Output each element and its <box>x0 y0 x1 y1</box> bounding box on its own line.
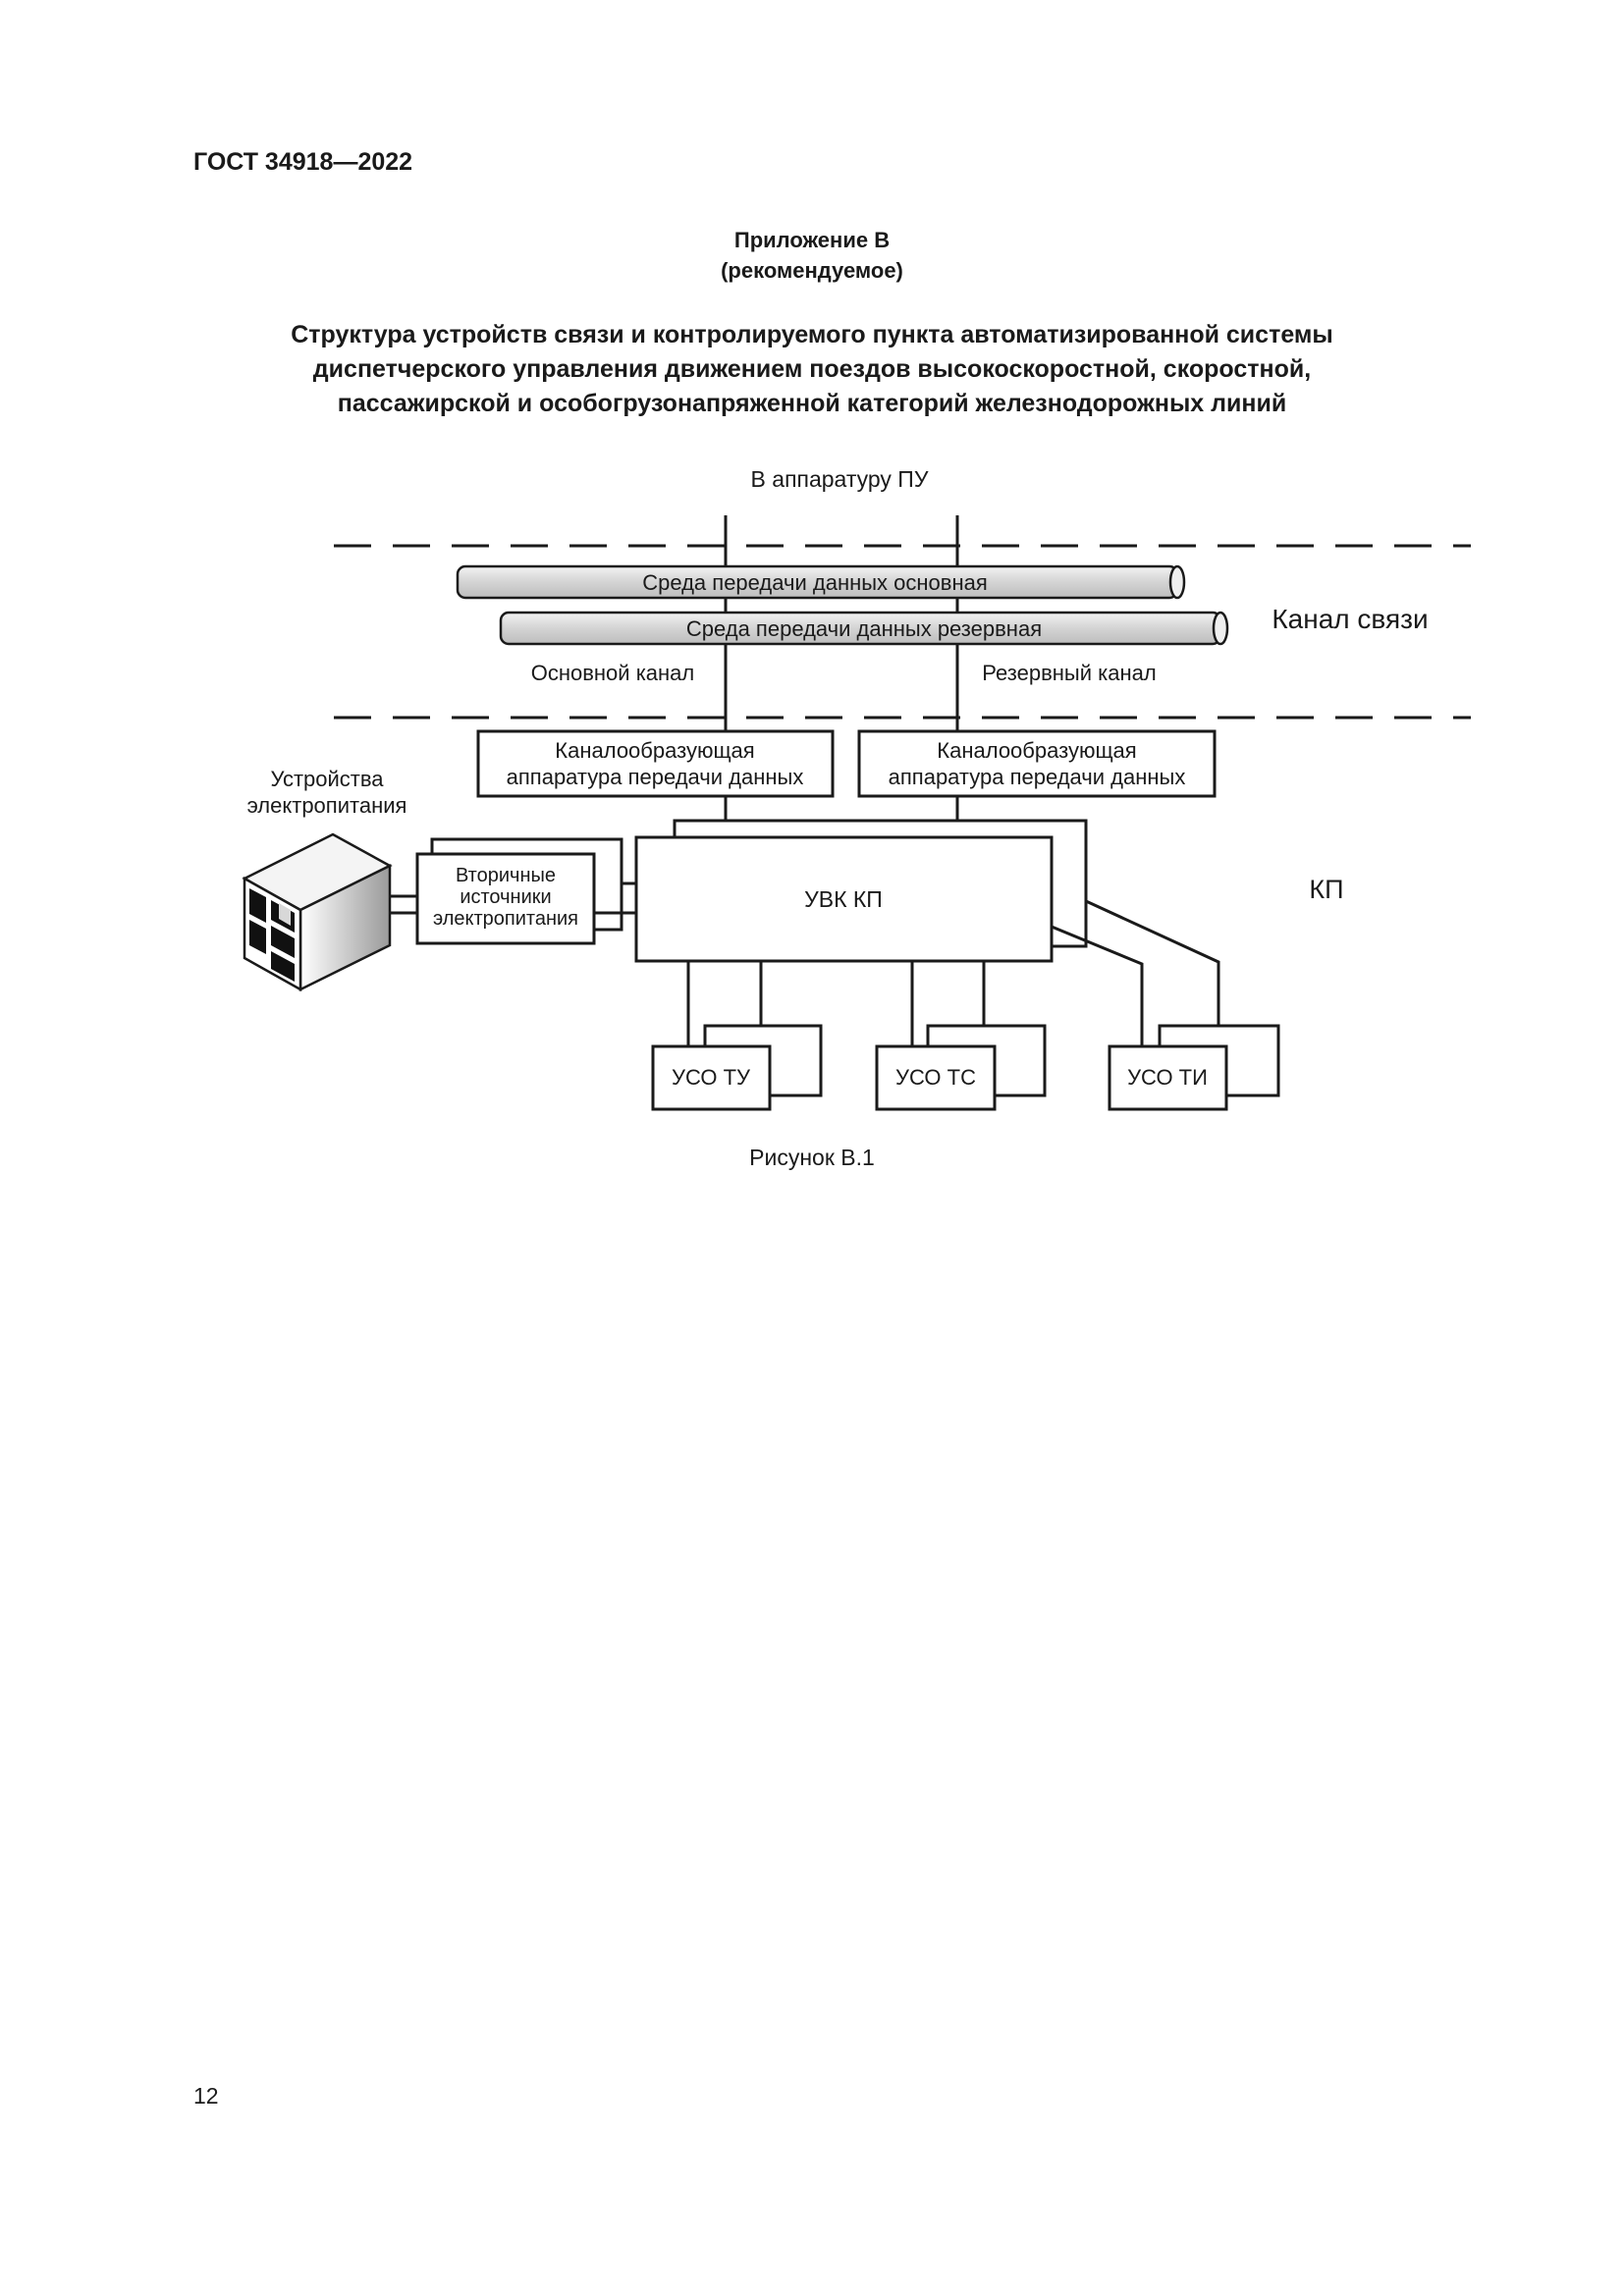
uso-ts-box <box>875 1044 997 1111</box>
document-title-line-3: пассажирской и особогрузонапряженной кат… <box>337 390 1287 417</box>
uvk-to-uso-ti-line-1 <box>1051 925 1144 1046</box>
uso-tu-box <box>651 1044 772 1111</box>
document-title-line-1: Структура устройств связи и контролируем… <box>291 321 1333 348</box>
page-number: 12 <box>193 2083 219 2109</box>
modem-main-line-1: Каналообразующая <box>555 738 754 763</box>
channel-label: Канал связи <box>1272 604 1428 634</box>
pipe-main: Среда передачи данных основная <box>456 564 1186 600</box>
uvk-kp-complex: УВК КП <box>634 819 1088 963</box>
appendix-title: Приложение В <box>733 228 891 252</box>
power-cabinet-icon <box>242 832 393 992</box>
modem-box-reserve: Каналообразующая аппаратура передачи дан… <box>857 729 1217 798</box>
uso-ts-label: УСО ТС <box>895 1065 976 1090</box>
uvk-kp-label: УВК КП <box>804 886 883 912</box>
reserve-channel-label: Резервный канал <box>982 661 1156 685</box>
modem-reserve-line-2: аппаратура передачи данных <box>889 765 1186 789</box>
uso-tu-label: УСО ТУ <box>672 1065 751 1090</box>
secondary-power-line-2: источники <box>460 886 551 908</box>
secondary-power-line-1: Вторичные <box>456 865 556 886</box>
pipe-reserve-label: Среда передачи данных резервная <box>686 616 1042 641</box>
uso-ti-box <box>1108 1044 1228 1111</box>
secondary-power-line-3: электропитания <box>433 908 578 930</box>
uso-ti-label: УСО ТИ <box>1127 1065 1208 1090</box>
to-pu-label: В аппаратуру ПУ <box>751 466 929 492</box>
modem-main-line-2: аппаратура передачи данных <box>507 765 804 789</box>
appendix-status: (рекомендуемое) <box>721 258 903 283</box>
kp-label: КП <box>1309 875 1343 904</box>
power-devices-label-line-1: Устройства <box>270 767 384 791</box>
figure-caption: Рисунок В.1 <box>749 1145 875 1170</box>
uso-tu-unit: УСО ТУ <box>651 1024 823 1111</box>
document-title-line-2: диспетчерского управления движением поез… <box>312 355 1312 383</box>
document-code: ГОСТ 34918—2022 <box>193 148 413 176</box>
modem-box-main: Каналообразующая аппаратура передачи дан… <box>476 729 835 798</box>
main-channel-label: Основной канал <box>531 661 695 685</box>
secondary-power-sources: Вторичные источники электропитания <box>415 837 623 945</box>
pipe-reserve: Среда передачи данных резервная <box>499 611 1229 646</box>
secondary-power-box <box>415 852 596 945</box>
uvk-to-uso-ti-line-2 <box>1085 899 1220 1026</box>
modem-reserve-line-1: Каналообразующая <box>937 738 1136 763</box>
power-devices-label-line-2: электропитания <box>247 793 407 818</box>
uvk-kp-box <box>634 835 1054 963</box>
pipe-main-label: Среда передачи данных основная <box>642 570 988 595</box>
uso-ts-unit: УСО ТС <box>875 1024 1047 1111</box>
uso-ti-unit: УСО ТИ <box>1108 1024 1280 1111</box>
